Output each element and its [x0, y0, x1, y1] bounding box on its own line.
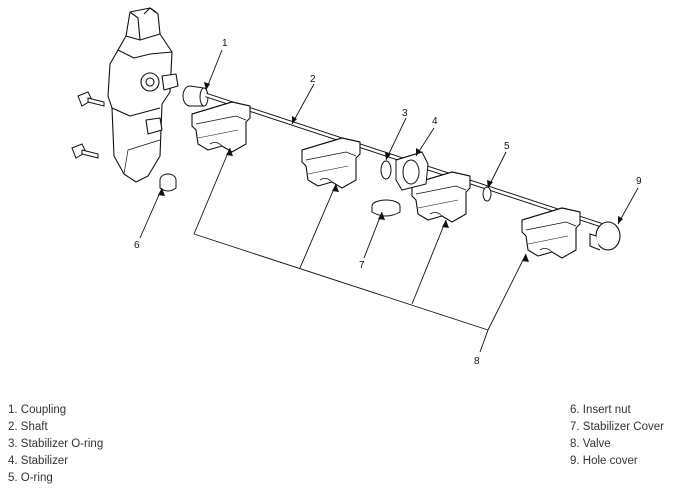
hole-cover-part: [589, 221, 621, 251]
leader-lines: [139, 49, 639, 259]
insert-nut-part: [159, 173, 177, 192]
arrowheads: [158, 82, 623, 262]
legend-item: 6. Insert nut: [570, 404, 631, 416]
legend-item: 7. Stabilizer Cover: [570, 421, 664, 433]
legend-item: 2. Shaft: [8, 421, 48, 433]
legend-item: 8. Valve: [570, 438, 611, 450]
callout-7: 7: [359, 260, 365, 271]
legend-item: 4. Stabilizer: [8, 455, 69, 467]
legend-item: 9. Hole cover: [570, 455, 638, 467]
actuator-motor-housing: [107, 7, 179, 183]
coupling-part: [182, 85, 209, 107]
valve-2: [301, 137, 361, 189]
legend-item: 1. Coupling: [8, 404, 67, 416]
callout-9: 9: [636, 176, 642, 187]
stabilizer-oring-part: [380, 160, 392, 180]
exploded-parts-diagram: 1 2 3 4 5 6 7 8 9: [71, 7, 642, 367]
legend-item: 3. Stabilizer O-ring: [8, 438, 104, 450]
callout-2: 2: [310, 74, 316, 85]
bolt-lower: [71, 143, 99, 159]
legend-item: 5. O-ring: [8, 472, 53, 484]
callout-8: 8: [474, 356, 480, 367]
callout-4: 4: [432, 116, 438, 127]
valve-4: [521, 207, 581, 259]
valve-1: [191, 101, 251, 153]
callout-1: 1: [222, 38, 228, 49]
callout-3: 3: [402, 108, 408, 119]
callout-5: 5: [504, 141, 510, 152]
parts-legend-left: 1. Coupling 2. Shaft 3. Stabilizer O-rin…: [8, 402, 103, 487]
oring-part: [482, 186, 492, 202]
bolt-upper: [77, 91, 105, 107]
parts-legend-right: 6. Insert nut 7. Stabilizer Cover 8. Val…: [570, 402, 664, 470]
stabilizer-cover-part: [371, 199, 401, 217]
valve-callout-brace: [193, 147, 527, 353]
callout-6: 6: [134, 240, 140, 251]
